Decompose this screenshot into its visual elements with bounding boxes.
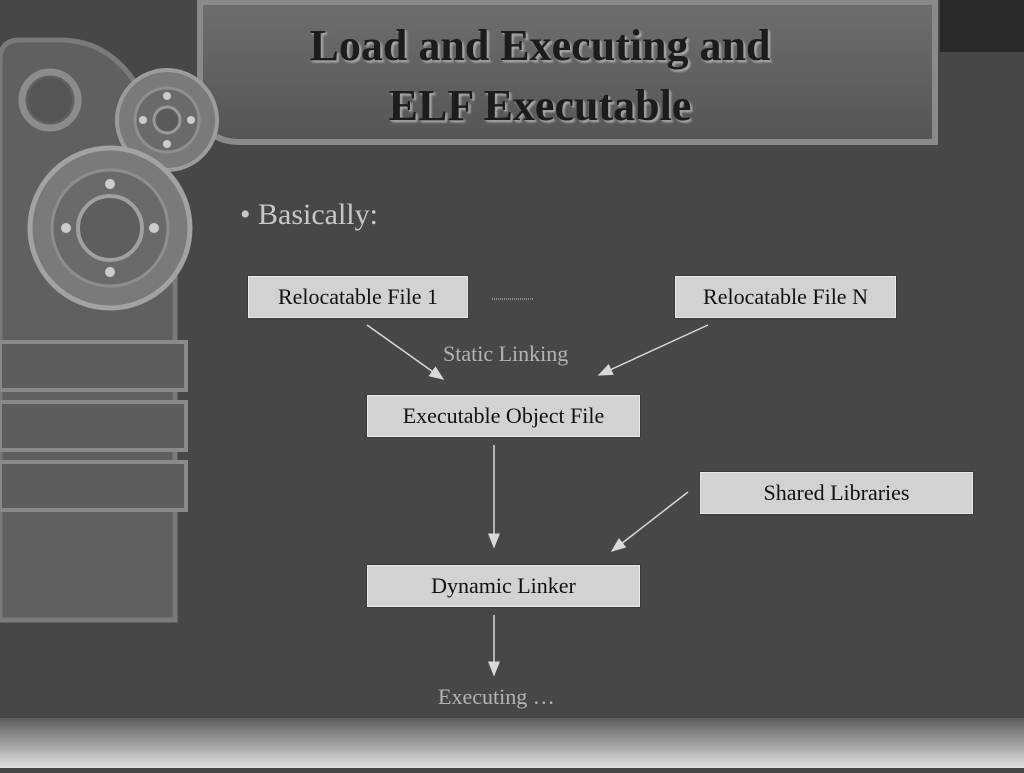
bullet-text: • Basically: [240,198,378,231]
slat [0,460,188,512]
executable-object-file-box: Executable Object File [366,394,641,438]
slat [0,400,188,452]
shared-libraries-box: Shared Libraries [699,471,974,515]
relocatable-file-n-box: Relocatable File N [674,275,897,319]
large-gear-icon [27,145,193,311]
static-linking-label: Static Linking [443,341,569,366]
relocatable-file-1-box: Relocatable File 1 [247,275,469,319]
slide-title-line-1: Load and Executing and [309,21,771,70]
slat [0,340,188,392]
dynamic-linker-box: Dynamic Linker [366,564,641,608]
arrow-relocn-to-exec [597,324,709,376]
corner-shadow [940,0,1024,52]
arrow-shared-to-linker [610,491,689,552]
ring-inner [28,78,72,122]
small-gear-icon [115,68,219,172]
bottom-fade [0,718,1024,768]
executing-label: Executing … [438,684,555,709]
ring-icon [18,68,82,132]
slide-title-line-2: ELF Executable [388,81,692,130]
arrow-reloc1-to-exec [366,324,445,380]
